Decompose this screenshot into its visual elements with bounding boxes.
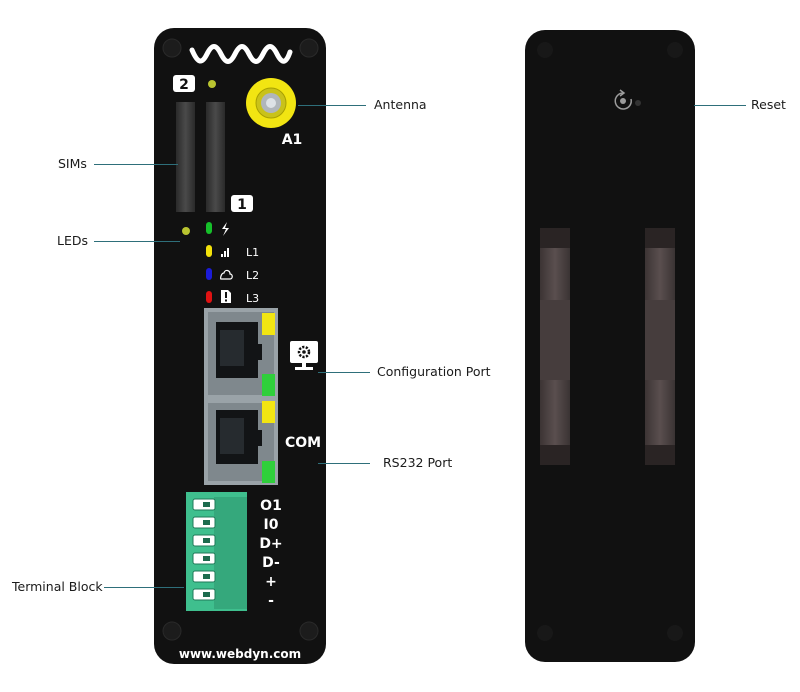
sim-1-badge <box>231 195 253 212</box>
website-label: www.webdyn.com <box>179 647 301 661</box>
signal-icon <box>221 248 229 257</box>
terminal-block-callout-line <box>104 587 184 588</box>
terminal-label-d-minus: D- <box>262 555 280 571</box>
rs232-port[interactable] <box>204 399 278 485</box>
rs232-port-callout-label: RS232 Port <box>383 455 453 470</box>
din-rail-clip-left <box>540 228 570 465</box>
alert-icon <box>221 290 231 303</box>
power-icon <box>222 222 229 236</box>
led-l2-label: L2 <box>246 269 259 282</box>
terminal-label-plus: + <box>265 574 277 590</box>
back-housing <box>525 30 695 662</box>
led-l1-label: L1 <box>246 246 259 259</box>
din-rail-clip-right <box>645 228 675 465</box>
terminal-block[interactable] <box>186 492 247 611</box>
cloud-icon <box>220 269 233 280</box>
configuration-port-callout-line <box>318 372 370 373</box>
com-label: COM <box>285 435 321 451</box>
terminal-label-i0: I0 <box>264 517 279 533</box>
sim-slot-2[interactable] <box>176 102 195 212</box>
screw-icon <box>537 42 683 641</box>
webdyn-logo-icon <box>189 44 293 64</box>
reset-callout-line <box>694 105 746 106</box>
leds-callout-label: LEDs <box>57 233 88 248</box>
terminal-label-d-plus: D+ <box>259 536 282 552</box>
led-l2 <box>206 268 212 280</box>
sims-callout-line <box>94 164 178 165</box>
sim-1-label: 1 <box>237 197 247 213</box>
screw-icon <box>162 38 319 641</box>
antenna-callout-line <box>298 105 366 106</box>
antenna-callout-label: Antenna <box>374 97 427 112</box>
device-back <box>525 30 695 662</box>
sim-2-badge <box>173 75 195 92</box>
led-l3-label: L3 <box>246 292 259 305</box>
configuration-port[interactable] <box>204 308 278 399</box>
antenna-label: A1 <box>282 132 303 148</box>
reset-button[interactable] <box>614 89 641 110</box>
led-l1 <box>206 245 212 257</box>
led-l3 <box>206 291 212 303</box>
terminal-label-minus: - <box>268 593 274 609</box>
sim-slot-1[interactable] <box>206 102 225 212</box>
terminal-block-callout-label: Terminal Block <box>12 579 103 594</box>
sims-callout-label: SIMs <box>58 156 87 171</box>
status-led <box>208 80 216 88</box>
reset-callout-label: Reset <box>751 97 786 112</box>
antenna-connector[interactable] <box>246 78 296 128</box>
rs232-port-callout-line <box>318 463 370 464</box>
power-led <box>206 222 212 234</box>
indicator-led <box>182 227 190 235</box>
sim-2-label: 2 <box>179 77 189 93</box>
leds-callout-line <box>94 241 180 242</box>
device-front: 2 1 A1 L1 L2 <box>154 28 326 664</box>
configuration-port-callout-label: Configuration Port <box>377 364 491 379</box>
monitor-gear-icon <box>290 341 318 370</box>
terminal-label-o1: O1 <box>260 498 282 514</box>
